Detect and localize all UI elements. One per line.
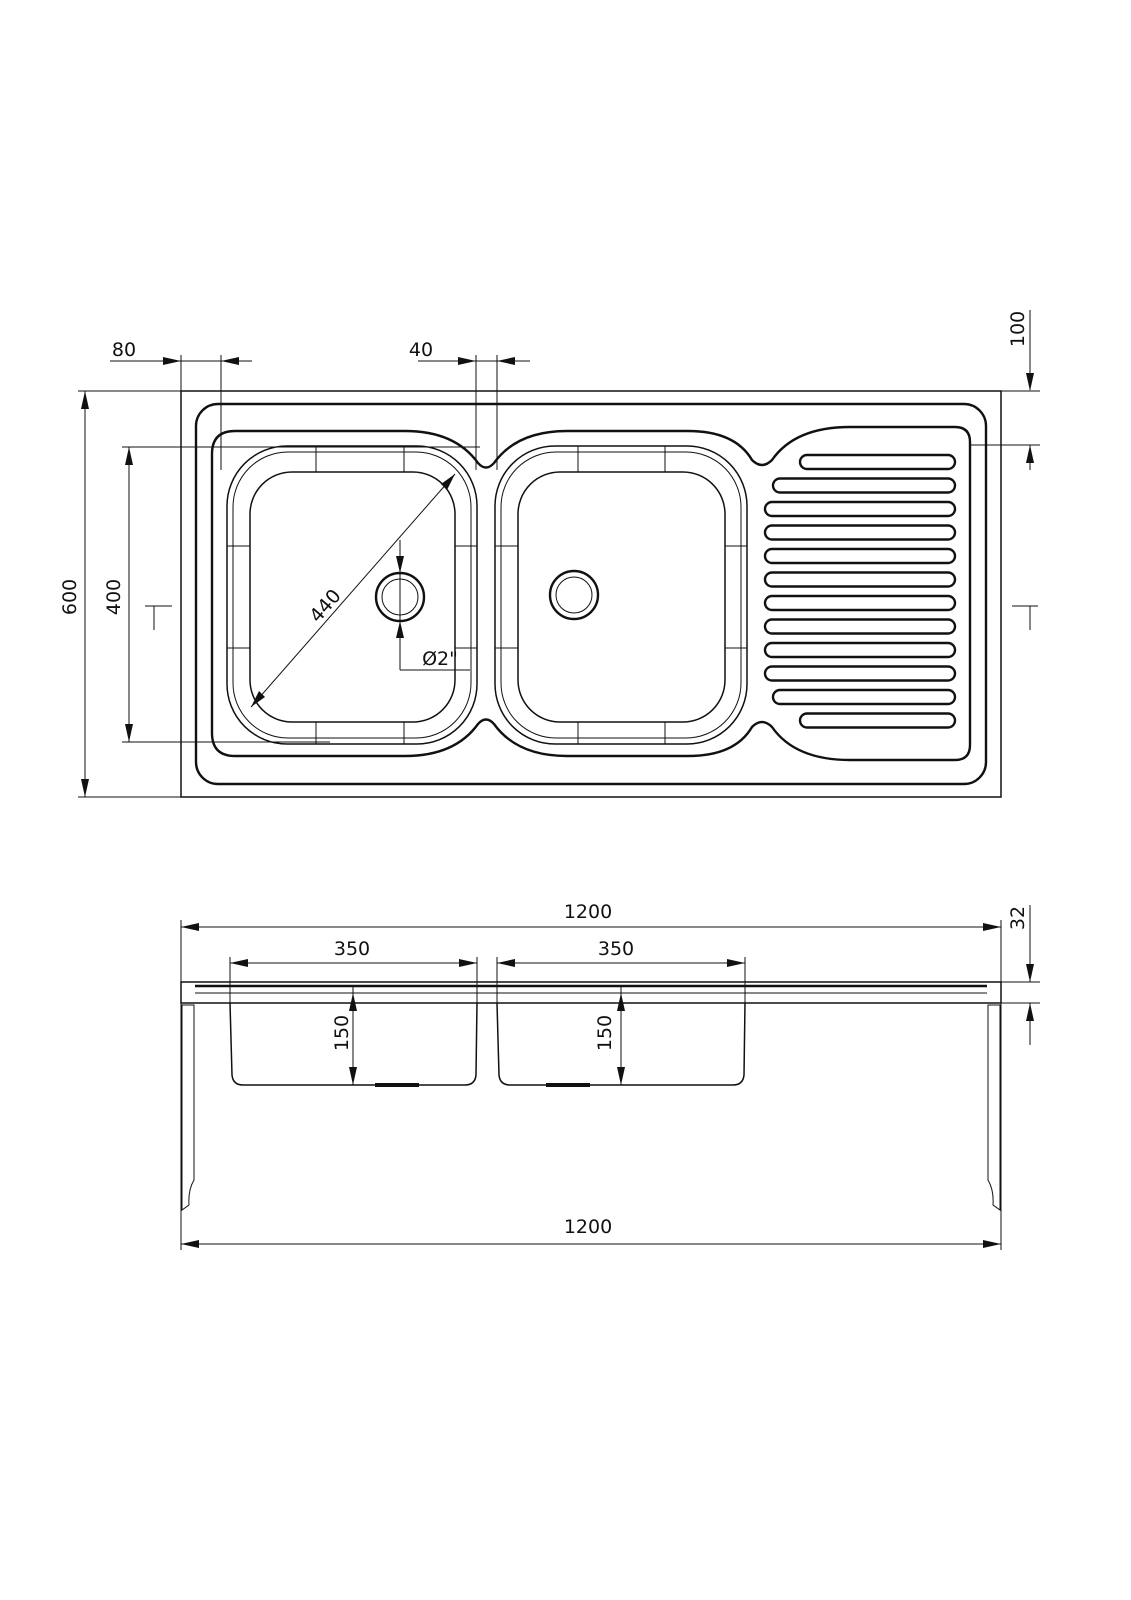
right-support-hatched [987,1004,1001,1211]
dim-bowl-depth: 400 [103,579,125,615]
dim-bowl-gap: 40 [409,339,433,361]
sink-rim [194,402,988,786]
bowl-1-profile [229,1002,478,1086]
dim-bowl-offset-left: 80 [112,339,136,361]
sink-outline [180,390,1002,798]
dim-bowl-diagonal: 440 [305,585,345,627]
drainer-rib [798,712,957,729]
dim-overall-width-top: 1200 [564,901,612,923]
drainer-rib [763,641,957,659]
drainer-rib [763,500,957,518]
right-drain [548,569,600,621]
dim-overall-depth: 600 [59,579,81,615]
side-view: 1200 350 350 150 150 32 1200 [180,901,1040,1250]
dim-rim-height: 32 [1007,906,1029,930]
drainer-rib [763,524,957,541]
drainer-rib [763,571,957,588]
left-bowl [226,445,478,745]
dim-bowl2-height: 150 [594,1015,616,1051]
drainer-rib [763,594,957,612]
dim-edge-offset: 100 [1007,311,1029,347]
drainer-rib [763,618,957,635]
dim-bowl1-width: 350 [334,938,370,960]
drainer-rib [763,547,957,565]
drainer-ribs [763,453,957,729]
left-support-hatched [181,1004,195,1211]
dim-drain-diameter: Ø2" [422,648,458,670]
side-dimension-lines [180,905,1040,1250]
top-view: 80 40 100 600 400 440 Ø2" [59,310,1040,798]
recess-outline [210,425,972,762]
dim-bowl1-height: 150 [331,1015,353,1051]
drainer-rib [771,477,957,494]
drainer-rib [763,665,957,682]
dimension-lines [78,310,1040,798]
dim-bowl2-width: 350 [598,938,634,960]
drainer-rib [771,688,957,706]
dim-overall-width-bottom: 1200 [564,1216,612,1238]
drainer-rib [798,453,957,471]
right-bowl [494,445,748,745]
